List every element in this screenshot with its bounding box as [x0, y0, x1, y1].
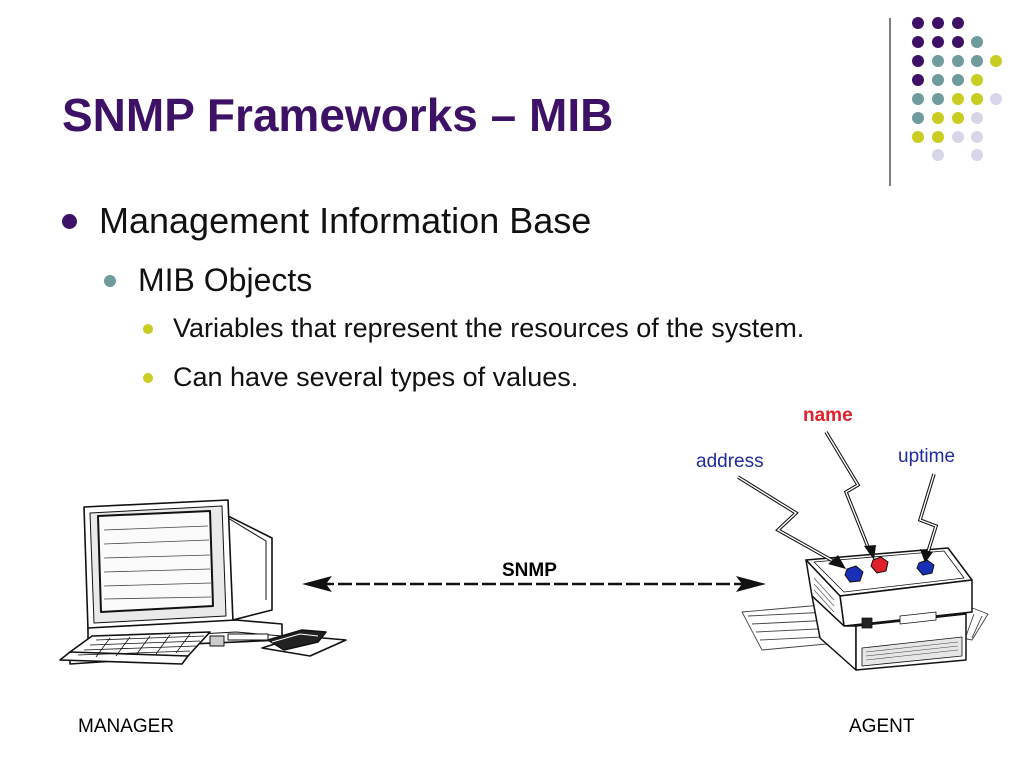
mib-callout-arrows	[737, 431, 939, 569]
bullet-text: Management Information Base	[99, 200, 592, 241]
bullet-level2: MIB Objects	[104, 262, 312, 299]
bullet-dot-icon	[143, 372, 153, 383]
slide-title: SNMP Frameworks – MIB	[62, 89, 614, 141]
bullet-dot-icon	[62, 213, 77, 229]
address-label: address	[696, 451, 764, 472]
agent-label: AGENT	[849, 716, 915, 737]
agent-printer-icon	[741, 547, 989, 671]
name-indicator-icon	[870, 556, 889, 574]
bullet-text: MIB Objects	[138, 262, 313, 298]
snmp-label: SNMP	[502, 560, 557, 581]
manager-computer-icon	[59, 499, 347, 665]
uptime-label: uptime	[898, 446, 956, 467]
bullet-text: Can have several types of values.	[173, 362, 579, 392]
snmp-connection-arrow	[302, 576, 766, 592]
address-indicator-icon	[844, 565, 864, 583]
manager-label: MANAGER	[78, 716, 175, 737]
bullet-dot-icon	[143, 323, 153, 334]
bullet-level1: Management Information Base	[62, 200, 591, 242]
bullet-dot-icon	[104, 274, 116, 287]
bullet-level3: Can have several types of values.	[143, 362, 578, 393]
decorative-dot-grid	[912, 17, 1002, 161]
bullet-text: Variables that represent the resources o…	[173, 313, 805, 343]
name-label: name	[803, 405, 853, 426]
bullet-level3: Variables that represent the resources o…	[143, 313, 804, 344]
